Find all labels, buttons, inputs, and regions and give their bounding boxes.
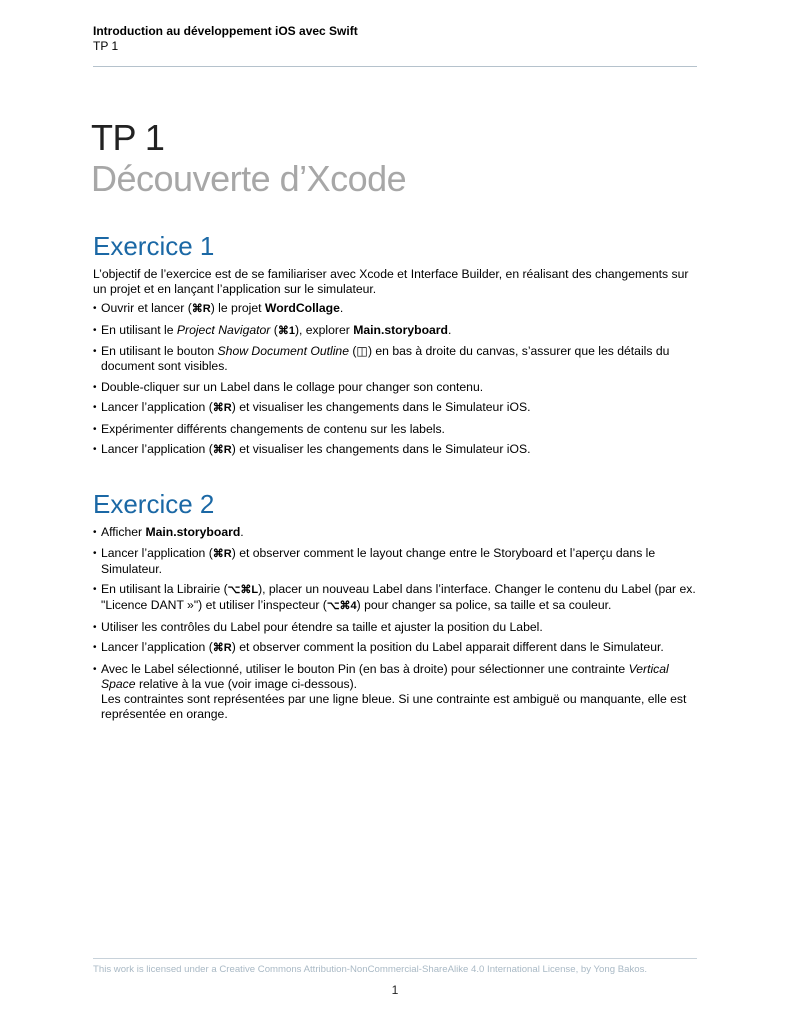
list-item: Expérimenter différents changements de c… (93, 422, 703, 437)
list-item: Afficher Main.storyboard. (93, 525, 703, 540)
exercise-2-section: Exercice 2 Afficher Main.storyboard. Lan… (93, 489, 703, 727)
list-item: Double-cliquer sur un Label dans le coll… (93, 380, 703, 395)
title-subtitle: Découverte d’Xcode (91, 158, 407, 199)
exercise-2-heading: Exercice 2 (93, 489, 215, 519)
shortcut-opt-cmd-4: ⌥⌘4 (326, 600, 357, 612)
exercise-1-list: Ouvrir et lancer (⌘R) le projet WordColl… (93, 301, 703, 458)
list-item: Lancer l’application (⌘R) et visualiser … (93, 442, 703, 458)
header-course-title: Introduction au développement iOS avec S… (93, 24, 358, 38)
list-item: Avec le Label sélectionné, utiliser le b… (93, 662, 703, 722)
header-divider (93, 66, 697, 67)
document-outline-icon: ◫ (356, 344, 368, 358)
exercise-1-section: Exercice 1 L’objectif de l’exercice est … (93, 231, 703, 464)
list-item: Lancer l’application (⌘R) et observer co… (93, 640, 703, 656)
exercise-1-intro: L’objectif de l’exercice est de se famil… (93, 267, 689, 296)
shortcut-cmd-r: ⌘R (212, 444, 232, 456)
document-title: TP 1 Découverte d’Xcode (91, 118, 701, 200)
license-notice: This work is licensed under a Creative C… (93, 964, 648, 975)
footer-divider (93, 958, 697, 959)
project-name: WordCollage (264, 301, 340, 315)
list-item: Lancer l’application (⌘R) et observer co… (93, 546, 703, 577)
running-header: Introduction au développement iOS avec S… (93, 24, 697, 53)
list-item: Lancer l’application (⌘R) et visualiser … (93, 400, 703, 416)
shortcut-cmd-r: ⌘R (212, 642, 232, 654)
shortcut-cmd-1: ⌘1 (277, 324, 295, 337)
shortcut-opt-cmd-l: ⌥⌘L (227, 584, 259, 596)
exercise-1-heading: Exercice 1 (93, 231, 215, 261)
list-item: Utiliser les contrôles du Label pour éte… (93, 620, 703, 635)
header-tp-label: TP 1 (93, 39, 119, 53)
shortcut-cmd-r: ⌘R (191, 303, 211, 315)
list-item: En utilisant la Librairie (⌥⌘L), placer … (93, 582, 703, 614)
title-tp: TP 1 (91, 117, 165, 158)
page-number: 1 (391, 983, 399, 997)
list-item: Ouvrir et lancer (⌘R) le projet WordColl… (93, 301, 703, 317)
exercise-2-list: Afficher Main.storyboard. Lancer l’appli… (93, 525, 703, 722)
shortcut-cmd-r: ⌘R (212, 402, 232, 414)
shortcut-cmd-r: ⌘R (212, 547, 232, 560)
list-item: En utilisant le bouton Show Document Out… (93, 344, 703, 374)
list-item: En utilisant le Project Navigator (⌘1), … (93, 323, 703, 339)
